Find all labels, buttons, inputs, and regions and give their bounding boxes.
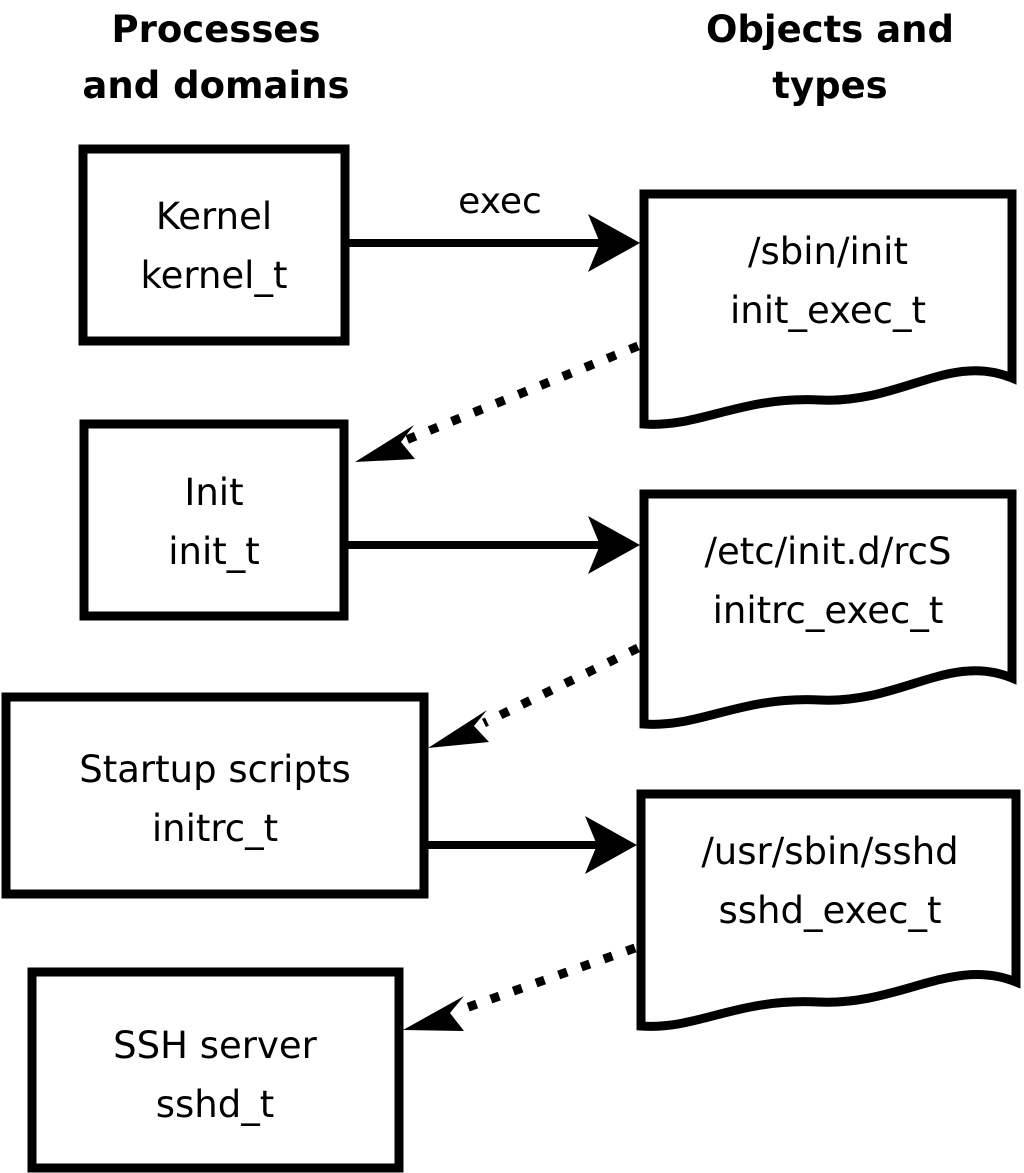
column-header-processes: Processes and domains [82, 8, 349, 107]
node-ssh-server-box[interactable] [27, 967, 404, 1173]
node-init-exec-label-line1: /sbin/init [748, 230, 908, 273]
edge-kernel-to-init-exec: exec [349, 181, 640, 272]
column-header-processes-line1: Processes [112, 8, 321, 51]
edge-sshd-exec-to-sshd-arrowhead [403, 996, 464, 1031]
edge-initrc-exec-to-initrc-line [482, 643, 640, 728]
column-header-processes-line2: and domains [82, 64, 349, 107]
node-kernel[interactable]: Kernel kernel_t [78, 144, 350, 346]
node-sshd-exec[interactable]: /usr/sbin/sshd sshd_exec_t [636, 789, 1021, 1031]
node-initrc-exec-document-shape[interactable] [639, 489, 1017, 729]
node-sshd-exec-document-shape[interactable] [636, 789, 1021, 1031]
node-kernel-box[interactable] [78, 144, 350, 346]
edge-sshd-exec-to-sshd-line [458, 943, 637, 1015]
node-ssh-server[interactable]: SSH server sshd_t [27, 967, 404, 1173]
column-header-objects-line1: Objects and [706, 8, 954, 51]
edge-initrc-exec-to-initrc-arrowhead [428, 710, 489, 748]
edge-label-exec: exec [458, 181, 542, 222]
node-init-exec-label-line2: init_exec_t [730, 289, 926, 332]
edge-init-to-initrc-exec-arrowhead [588, 516, 640, 574]
node-kernel-label-line2: kernel_t [141, 254, 288, 297]
node-startup-scripts-label-line1: Startup scripts [79, 748, 350, 791]
node-startup-scripts-box[interactable] [1, 692, 429, 899]
node-initrc-exec[interactable]: /etc/init.d/rcS initrc_exec_t [639, 489, 1017, 729]
node-kernel-label-line1: Kernel [156, 195, 272, 238]
node-ssh-server-label-line2: sshd_t [156, 1083, 275, 1126]
node-init[interactable]: Init init_t [79, 419, 349, 621]
edge-sshd-exec-to-sshd [403, 943, 637, 1031]
edge-init-exec-to-init [355, 341, 640, 462]
edge-init-to-initrc-exec [348, 516, 640, 574]
node-startup-scripts-label-line2: initrc_t [152, 807, 278, 850]
node-init-label-line2: init_t [168, 530, 260, 573]
node-init-box[interactable] [79, 419, 349, 621]
node-startup-scripts[interactable]: Startup scripts initrc_t [1, 692, 429, 899]
edge-init-exec-to-init-line [404, 341, 640, 445]
node-initrc-exec-label-line1: /etc/init.d/rcS [704, 530, 951, 573]
node-ssh-server-label-line1: SSH server [113, 1024, 317, 1067]
edge-initrc-to-sshd-exec-arrowhead [585, 816, 637, 874]
node-init-exec[interactable]: /sbin/init init_exec_t [639, 189, 1017, 429]
edge-init-exec-to-init-arrowhead [355, 425, 415, 462]
edge-initrc-exec-to-initrc [428, 643, 640, 748]
column-header-objects-line2: types [772, 64, 887, 107]
node-init-label-line1: Init [184, 471, 243, 514]
node-init-exec-document-shape[interactable] [639, 189, 1017, 429]
edge-kernel-to-init-exec-arrowhead [588, 214, 640, 272]
node-sshd-exec-label-line1: /usr/sbin/sshd [701, 830, 958, 873]
edge-initrc-to-sshd-exec [428, 816, 637, 874]
column-header-objects: Objects and types [706, 8, 954, 107]
node-initrc-exec-label-line2: initrc_exec_t [713, 589, 944, 632]
node-sshd-exec-label-line2: sshd_exec_t [719, 889, 942, 932]
